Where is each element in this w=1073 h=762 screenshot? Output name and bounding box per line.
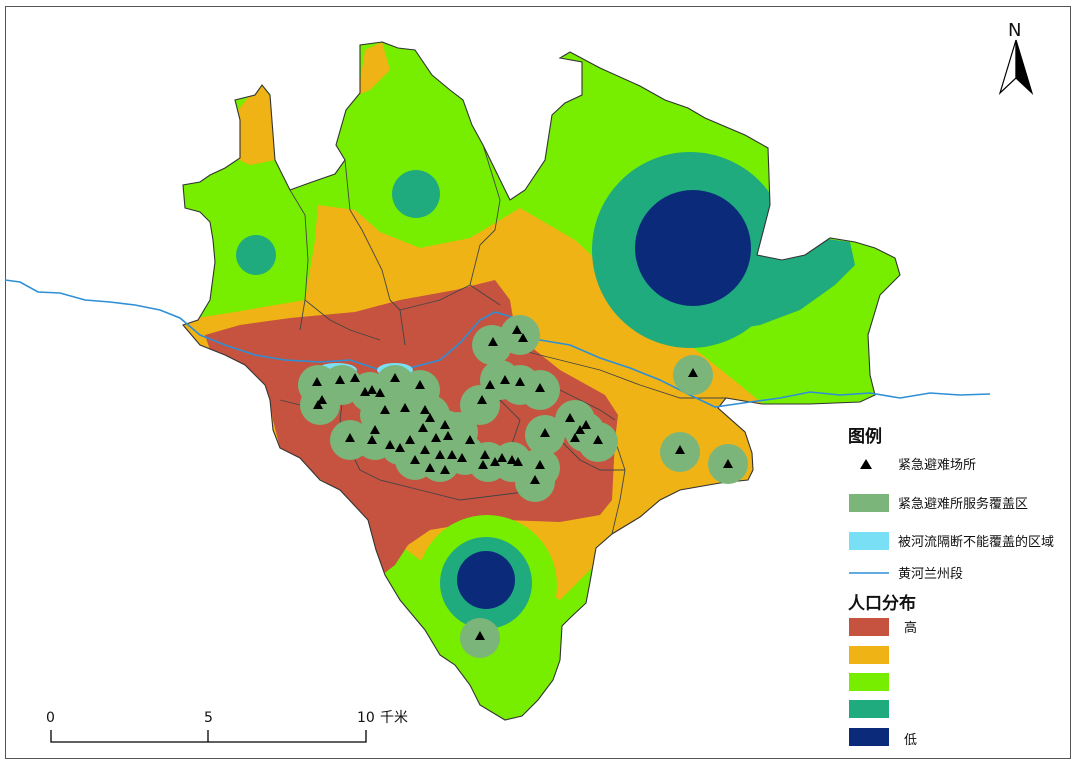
shelter-triangle-icon — [513, 457, 523, 466]
scale-bar: 0 5 10 千米 — [46, 710, 408, 743]
shelter-triangle-icon — [723, 459, 733, 468]
shelter-triangle-icon — [313, 400, 323, 409]
shelter-triangle-icon — [410, 455, 420, 464]
shelter-triangle-icon — [420, 445, 430, 454]
shelter-triangle-icon — [443, 431, 453, 440]
shelter-triangle-icon — [415, 380, 425, 389]
north-label: N — [1008, 20, 1021, 41]
shelter-triangle-icon — [490, 457, 500, 466]
shelter-triangle-icon — [565, 413, 575, 422]
shelter-triangle-icon — [675, 445, 685, 454]
pop-zone-low-east — [635, 190, 751, 306]
shelter-triangle-icon — [440, 465, 450, 474]
district-boundaries — [182, 41, 901, 721]
shelter-triangle-icon — [440, 420, 450, 429]
pop-zone-orange-n — [358, 42, 390, 95]
legend: 图例 紧急避难场所 紧急避难所服务覆盖区 被河流隔断不能覆盖的区域 黄河兰州段 … — [848, 426, 1054, 748]
north-arrow-left-half — [998, 39, 1017, 95]
shelter-triangle-icon — [515, 377, 525, 386]
shelter-triangle-icon — [507, 455, 517, 464]
scale-tick-0: 0 — [46, 710, 55, 726]
shelter-triangle-icon — [500, 375, 510, 384]
pop-swatch-high — [849, 618, 889, 636]
scale-bar-line — [50, 730, 367, 743]
shelter-triangle-icon — [335, 375, 345, 384]
legend-swatch-blocked — [849, 532, 889, 550]
pop-zone-teal-north — [392, 170, 440, 218]
shelter-triangle-icon — [418, 423, 428, 432]
shelter-triangle-icon — [425, 413, 435, 422]
shelter-triangle-icon — [425, 463, 435, 472]
shelter-triangle-icon — [540, 428, 550, 437]
pop-zone-teal-east-tail — [730, 238, 855, 330]
pop-swatch-2 — [849, 646, 889, 664]
legend-item-coverage: 紧急避难所服务覆盖区 — [898, 496, 1028, 512]
pop-swatch-4 — [849, 700, 889, 718]
legend-item-river: 黄河兰州段 — [898, 567, 963, 582]
shelter-triangle-icon — [385, 440, 395, 449]
shelter-triangle-icon — [447, 450, 457, 459]
pop-zone-teal-west — [236, 235, 276, 275]
shelter-triangle-icon — [570, 433, 580, 442]
pop-zone-low-south — [457, 551, 515, 609]
shelter-triangle-icon — [400, 403, 410, 412]
shelter-triangle-icon — [488, 337, 498, 346]
shelter-triangle-icon — [530, 475, 540, 484]
shelter-triangle-icon — [593, 435, 603, 444]
legend-item-blocked: 被河流隔断不能覆盖的区域 — [898, 534, 1054, 550]
shelter-triangle-icon — [535, 460, 545, 469]
pop-zone-orange-nw — [230, 85, 275, 165]
legend-swatch-coverage — [849, 494, 889, 512]
shelter-triangle-icon — [431, 433, 441, 442]
shelter-triangle-icon — [535, 383, 545, 392]
shelter-triangle-icon — [480, 450, 490, 459]
shelter-triangle-icon — [435, 450, 445, 459]
shelter-triangle-icon — [518, 333, 528, 342]
shelter-triangle-icon — [350, 373, 360, 382]
shelter-triangle-icon — [465, 435, 475, 444]
shelter-triangle-icon — [478, 460, 488, 469]
scale-tick-5: 5 — [204, 710, 213, 726]
shelter-points — [312, 325, 733, 640]
shelter-triangle-icon — [345, 433, 355, 442]
pop-swatch-3 — [849, 673, 889, 691]
legend-shelter-triangle-icon — [860, 459, 872, 469]
population-legend-title: 人口分布 — [848, 593, 916, 614]
shelter-triangle-icon — [317, 395, 327, 404]
legend-item-shelter: 紧急避难场所 — [898, 458, 976, 473]
north-arrow-right-half — [1015, 39, 1034, 95]
scale-tick-10: 10 — [357, 710, 375, 726]
shelter-triangle-icon — [405, 435, 415, 444]
shelter-triangle-icon — [497, 453, 507, 462]
shelter-triangle-icon — [581, 420, 591, 429]
shelter-triangle-icon — [512, 325, 522, 334]
pop-label-low: 低 — [904, 733, 917, 748]
shelter-triangle-icon — [485, 380, 495, 389]
pop-swatch-low — [849, 728, 889, 746]
north-arrow: N — [998, 20, 1034, 95]
shelter-triangle-icon — [457, 453, 467, 462]
shelter-triangle-icon — [475, 631, 485, 640]
shelter-triangle-icon — [420, 405, 430, 414]
scale-unit: 千米 — [380, 710, 408, 726]
pop-label-high: 高 — [904, 620, 917, 636]
yellow-river-line — [4, 279, 991, 408]
shelter-triangle-icon — [370, 425, 380, 434]
shelter-triangle-icon — [375, 388, 385, 397]
shelter-triangle-icon — [477, 395, 487, 404]
shelter-triangle-icon — [390, 373, 400, 382]
legend-title: 图例 — [848, 426, 882, 447]
shelter-triangle-icon — [395, 443, 405, 452]
shelter-triangle-icon — [367, 435, 377, 444]
shelter-triangle-icon — [575, 425, 585, 434]
shelter-triangle-icon — [312, 377, 322, 386]
shelter-triangle-icon — [367, 385, 377, 394]
shelter-triangle-icon — [688, 368, 698, 377]
shelter-triangle-icon — [380, 405, 390, 414]
